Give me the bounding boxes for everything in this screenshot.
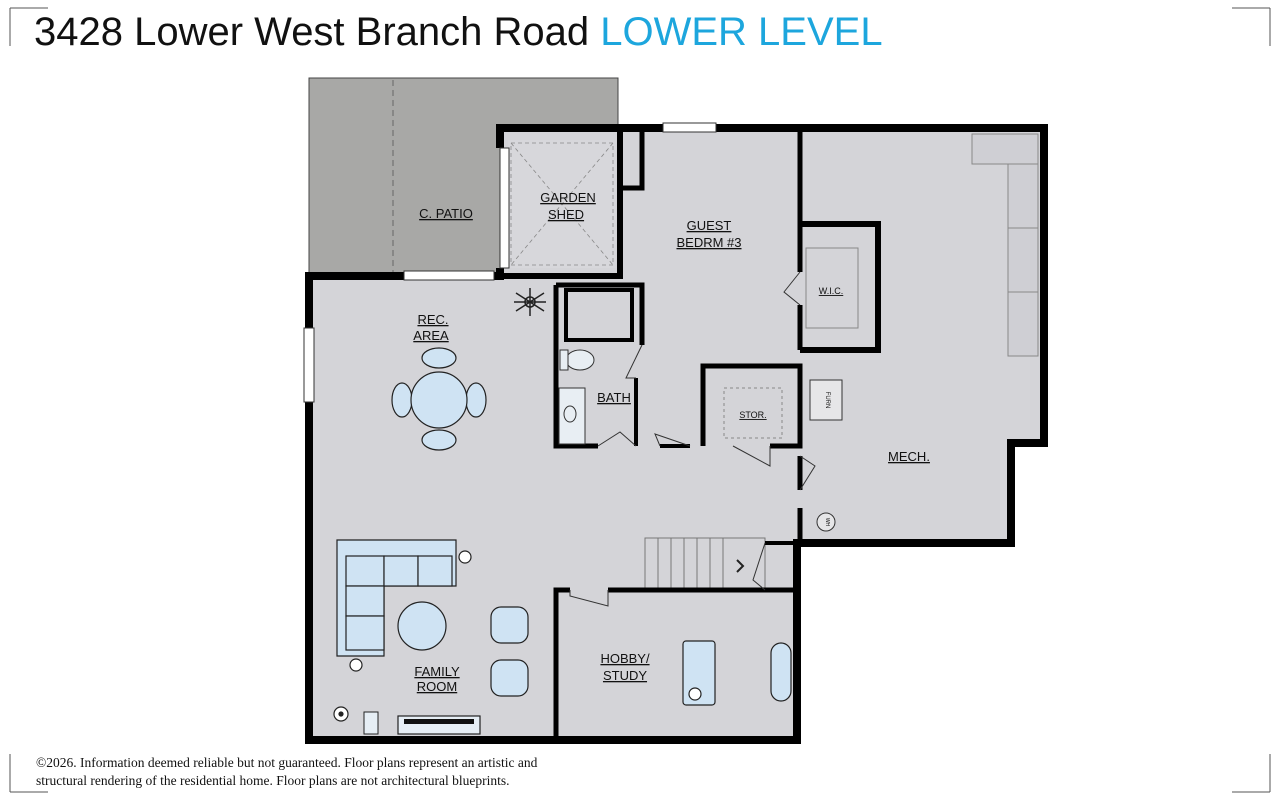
door-swings bbox=[569, 271, 816, 607]
floor-area bbox=[309, 128, 1044, 740]
label-guest-bedroom-1: GUEST bbox=[687, 218, 732, 233]
desk-chair bbox=[688, 687, 702, 701]
label-guest-bedroom-2: BEDRM #3 bbox=[676, 235, 741, 250]
tv bbox=[404, 719, 474, 724]
water-heater bbox=[816, 512, 836, 532]
bath-fixtures bbox=[558, 349, 595, 445]
daybed bbox=[770, 642, 792, 702]
windows bbox=[303, 122, 717, 403]
label-mech: MECH. bbox=[888, 449, 930, 464]
label-rec-area-2: AREA bbox=[413, 328, 449, 343]
label-garden-shed-1: GARDEN bbox=[540, 190, 596, 205]
wic-interior bbox=[805, 247, 859, 329]
label-hobby-study-1: HOBBY/ bbox=[600, 651, 650, 666]
label-storage: STOR. bbox=[739, 410, 766, 420]
side-cabinet bbox=[363, 711, 379, 735]
label-garden-shed-2: SHED bbox=[548, 207, 584, 222]
armchairs bbox=[490, 606, 529, 697]
disclaimer: ©2026. Information deemed reliable but n… bbox=[36, 754, 636, 790]
label-bath: BATH bbox=[597, 390, 631, 405]
label-hobby-study-2: STUDY bbox=[603, 668, 647, 683]
furnace bbox=[809, 379, 843, 421]
dining-set bbox=[391, 347, 487, 451]
sectional-sofa bbox=[336, 539, 457, 657]
floor-lamps bbox=[333, 550, 472, 722]
coffee-table bbox=[397, 601, 447, 651]
label-wic: W.I.C. bbox=[819, 286, 844, 296]
label-c-patio: C. PATIO bbox=[419, 206, 473, 221]
address-text: 3428 Lower West Branch Road bbox=[34, 10, 590, 54]
staircase bbox=[644, 537, 766, 591]
tv-console bbox=[397, 715, 481, 735]
page-title: 3428 Lower West Branch Road LOWER LEVEL bbox=[34, 8, 883, 56]
mech-cabinets bbox=[971, 133, 1039, 357]
garden-shed-cross bbox=[510, 142, 614, 266]
label-family-room-1: FAMILY bbox=[414, 664, 460, 679]
label-rec-area-1: REC. bbox=[417, 312, 448, 327]
label-furnace: FURN bbox=[824, 392, 830, 409]
walls bbox=[305, 124, 1048, 744]
potted-plant bbox=[514, 288, 546, 316]
level-text: LOWER LEVEL bbox=[600, 10, 883, 54]
disclaimer-line-1: ©2026. Information deemed reliable but n… bbox=[36, 755, 538, 770]
label-water-heater: WH bbox=[824, 518, 830, 527]
label-family-room-2: ROOM bbox=[417, 679, 457, 694]
disclaimer-line-2: structural rendering of the residential … bbox=[36, 773, 510, 788]
